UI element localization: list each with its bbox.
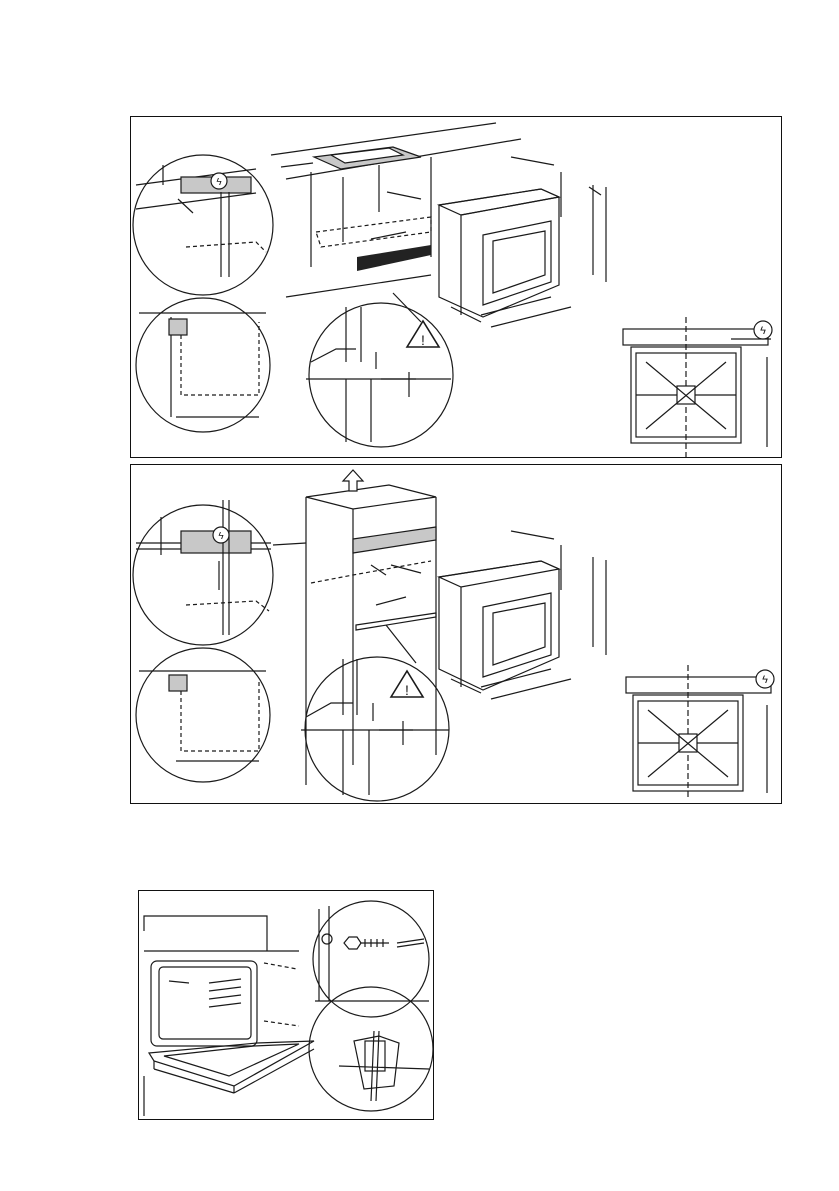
warning-triangle-icon: ! [407,321,439,348]
svg-text:ϟ: ϟ [760,325,766,337]
svg-text:ϟ: ϟ [216,177,222,188]
warning-triangle-icon: ! [391,671,423,698]
securing-oven-to-cabinet-panel [138,890,434,1120]
securing-oven-to-cabinet-diagram [139,891,435,1121]
electric-connection-icon: ϟ [211,173,227,189]
screw-icon [344,937,424,949]
installation-under-worktop-diagram: ! ϟ ϟ [131,117,783,459]
svg-text:ϟ: ϟ [762,674,768,686]
arrow-up-icon [343,470,363,491]
installation-under-worktop-panel: ! ϟ ϟ [130,116,782,458]
electric-connection-icon: ϟ [756,670,774,688]
installation-column-cabinet-panel: ! ϟ ϟ [130,464,782,804]
svg-text:!: ! [421,332,425,348]
electric-connection-icon: ϟ [754,321,772,339]
svg-text:!: ! [405,682,409,698]
svg-text:ϟ: ϟ [218,531,224,542]
electric-connection-icon: ϟ [213,527,229,543]
installation-column-cabinet-diagram: ! ϟ ϟ [131,465,783,805]
